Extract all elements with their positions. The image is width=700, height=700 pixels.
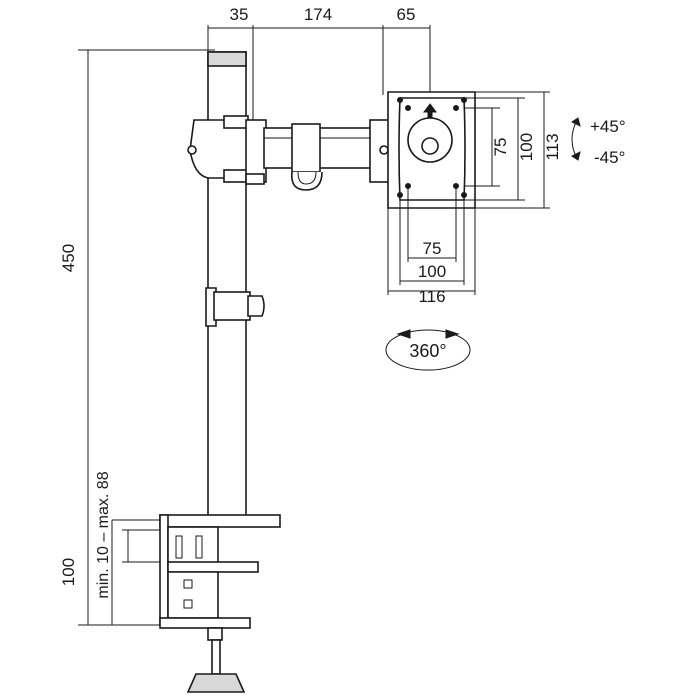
dim-75-vertical-label: 75 <box>491 138 510 157</box>
swivel-icon <box>385 329 471 371</box>
plate-width-dimension-lines <box>387 186 476 295</box>
cable-clip <box>205 287 265 327</box>
vesa-plate <box>387 91 476 209</box>
top-dimension-lines <box>207 25 431 120</box>
clamp-range-label: min. 10 – max. 88 <box>95 471 112 598</box>
tilt-down-label: -45° <box>594 148 625 167</box>
dim-113-vertical-label: 113 <box>543 133 562 160</box>
desk-clamp <box>159 514 281 693</box>
dim-450-label: 450 <box>59 244 78 272</box>
swivel-label: 360° <box>409 341 446 361</box>
dim-100-vertical-label: 100 <box>517 133 536 161</box>
tilt-up-label: +45° <box>590 117 626 136</box>
dim-75-horizontal-label: 75 <box>423 239 442 258</box>
height-dimension-lines <box>78 49 215 626</box>
plate-height-dimension-lines <box>464 91 550 209</box>
dim-35-label: 35 <box>230 5 249 24</box>
dim-174-label: 174 <box>304 5 332 24</box>
tilt-arrow-icon <box>571 117 581 161</box>
dim-65-label: 65 <box>397 5 416 24</box>
arm <box>187 115 393 191</box>
dim-100-horizontal-label: 100 <box>418 262 446 281</box>
dim-116-horizontal-label: 116 <box>418 287 445 306</box>
dim-100-clamp-label: 100 <box>59 558 78 586</box>
